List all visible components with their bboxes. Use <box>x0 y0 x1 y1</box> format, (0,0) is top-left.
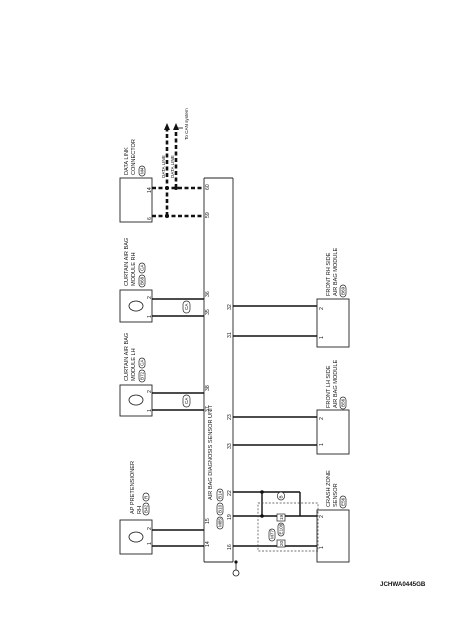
front-rh-side-module: 1 2 FRONT RH SIDE AIR BAG MODULE B69 <box>316 248 350 348</box>
curtain-rh-component: 1 2 CURTAIN AIR BAG MODULE RH B68 CA <box>119 238 153 323</box>
pin-35: 35 <box>205 309 211 315</box>
pretensioner-code-2: R <box>144 495 149 499</box>
crash-zone-sensor: 1 2 CRASH ZONE SENSOR E56 <box>316 470 350 563</box>
can-destination: To CAN system <box>184 108 189 140</box>
pretensioner-pin-1: 1 <box>147 542 153 545</box>
data-line-label-2: DATA LINE <box>170 155 175 178</box>
front-rh-code: B69 <box>341 286 346 295</box>
pretensioner-component: 1 2 AP PRETENSIONER RH B42 R <box>119 461 153 555</box>
crash-label-2: SENSOR <box>333 483 339 507</box>
junction-dot-2 <box>174 186 178 190</box>
data-link-connector: 6 14 DATA LINK CONNECTOR M4 <box>119 139 153 223</box>
dlc-label-2: CONNECTOR <box>131 139 137 175</box>
pin-34: 23 <box>227 414 233 420</box>
data-line-label-1: DATA LINE <box>161 155 166 178</box>
svg-text:19: 19 <box>279 514 284 520</box>
front-rh-label-2: AIR BAG MODULE <box>333 248 339 296</box>
pin-15: 15 <box>205 518 211 524</box>
crash-label-1: CRASH ZONE <box>326 470 332 507</box>
dlc-pin-14: 14 <box>147 187 153 193</box>
curtain-lh-label-2: MODULE LH <box>131 348 137 381</box>
pretensioner-label-1: AP PRETENSIONER <box>130 461 136 514</box>
shield-dot-1 <box>260 514 264 518</box>
pin-38: 38 <box>205 385 211 391</box>
front-lh-side-module: 1 2 FRONT LH SIDE AIR BAG MODULE B56 <box>316 360 350 455</box>
front-lh-code: B56 <box>341 398 346 407</box>
ca-marker-1: CA <box>182 394 191 408</box>
svg-text:E108: E108 <box>279 523 284 534</box>
pin-32: 32 <box>227 304 233 310</box>
svg-text:CA: CA <box>184 397 189 404</box>
curtain-lh-label-1: CURTAIN AIR BAG <box>124 333 130 381</box>
pin-16: 16 <box>227 544 233 550</box>
pretensioner-label-2: RH <box>137 506 143 514</box>
svg-text:B: B <box>279 495 284 498</box>
crash-pin-1: 1 <box>319 546 325 549</box>
pin-36: 36 <box>205 291 211 297</box>
front-lh-label-2: AIR BAG MODULE <box>333 360 339 408</box>
central-unit: AIR BAG DIAGNOSIS SENSOR UNIT M85 B10 B1… <box>203 177 234 563</box>
curtain-rh-label-1: CURTAIN AIR BAG <box>124 238 130 286</box>
front-lh-label-1: FRONT LH SIDE <box>326 365 332 408</box>
curtain-lh-code-1: B72 <box>140 371 145 380</box>
curtain-rh-code-1: B68 <box>140 276 145 285</box>
ca-marker-2: CA <box>182 300 191 314</box>
curtain-lh-pin-1: 1 <box>147 409 153 412</box>
front-lh-pin-2: 2 <box>319 417 325 420</box>
curtain-rh-code-2: CA <box>140 264 145 271</box>
pin-14: 14 <box>205 541 211 547</box>
front-rh-pin-2: 2 <box>319 307 325 310</box>
curtain-rh-label-2: MODULE RH <box>131 252 137 286</box>
crash-pin-2: 2 <box>319 515 325 518</box>
curtain-rh-pin-2: 2 <box>147 296 153 299</box>
svg-text:CA: CA <box>184 303 189 310</box>
front-rh-label-1: FRONT RH SIDE <box>326 252 332 296</box>
front-lh-pin-1: 1 <box>319 443 325 446</box>
dlc-label-1: DATA LINK <box>124 147 130 175</box>
curtain-lh-pin-2: 2 <box>147 390 153 393</box>
pin-33: 33 <box>227 443 233 449</box>
pin-22: 22 <box>227 490 233 496</box>
pin-31: 31 <box>227 332 233 338</box>
junction-dot-1 <box>165 214 169 218</box>
central-unit-code-2: B10 <box>218 504 223 513</box>
pin-37: 37 <box>205 406 211 412</box>
dlc-pin-6: 6 <box>147 217 153 220</box>
svg-text:20: 20 <box>279 540 284 546</box>
front-rh-pin-1: 1 <box>319 336 325 339</box>
pin-59: 59 <box>205 212 211 218</box>
shield-dot-2 <box>260 490 264 494</box>
pin-60: 60 <box>205 184 211 190</box>
central-unit-label: AIR BAG DIAGNOSIS SENSOR UNIT <box>208 404 214 500</box>
curtain-lh-code-2: CA <box>140 359 145 366</box>
central-unit-code-1: M85 <box>218 518 223 527</box>
curtain-rh-pin-1: 1 <box>147 315 153 318</box>
curtain-lh-component: 1 2 CURTAIN AIR BAG MODULE LH B72 CA <box>119 333 153 417</box>
reference-code: JCHWA0445GB <box>380 581 426 588</box>
splice-shield: B M77 E108 19 20 <box>257 491 319 552</box>
dlc-code: M4 <box>140 167 145 174</box>
crash-code: E56 <box>341 497 346 506</box>
pin-19: 19 <box>227 514 233 520</box>
central-unit-code-3: B14 <box>218 490 223 499</box>
svg-text:M77: M77 <box>270 530 275 539</box>
pretensioner-pin-2: 2 <box>147 527 153 530</box>
pretensioner-code-1: B42 <box>144 504 149 513</box>
